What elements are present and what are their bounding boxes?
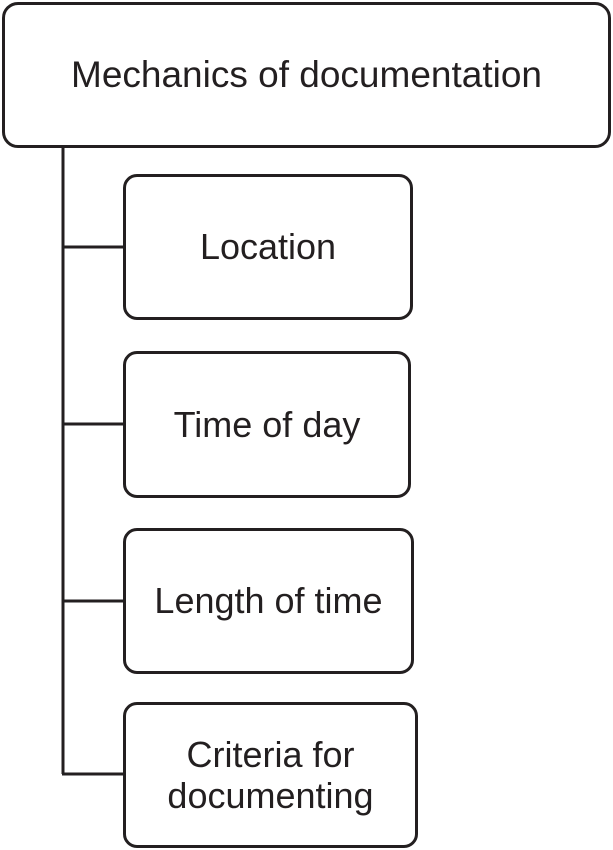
child-node-label: Length of time [154,580,383,622]
root-node: Mechanics of documentation [2,2,611,148]
child-node-label: Location [199,226,337,268]
child-node-label: Criteria for documenting [167,733,374,816]
child-node-time-of-day: Time of day [123,351,411,498]
child-node-label: Time of day [173,403,361,445]
child-node-length-of-time: Length of time [123,528,414,674]
root-node-label: Mechanics of documentation [71,54,542,95]
child-node-location: Location [123,174,413,320]
child-node-criteria-for-documenting: Criteria for documenting [123,702,418,848]
